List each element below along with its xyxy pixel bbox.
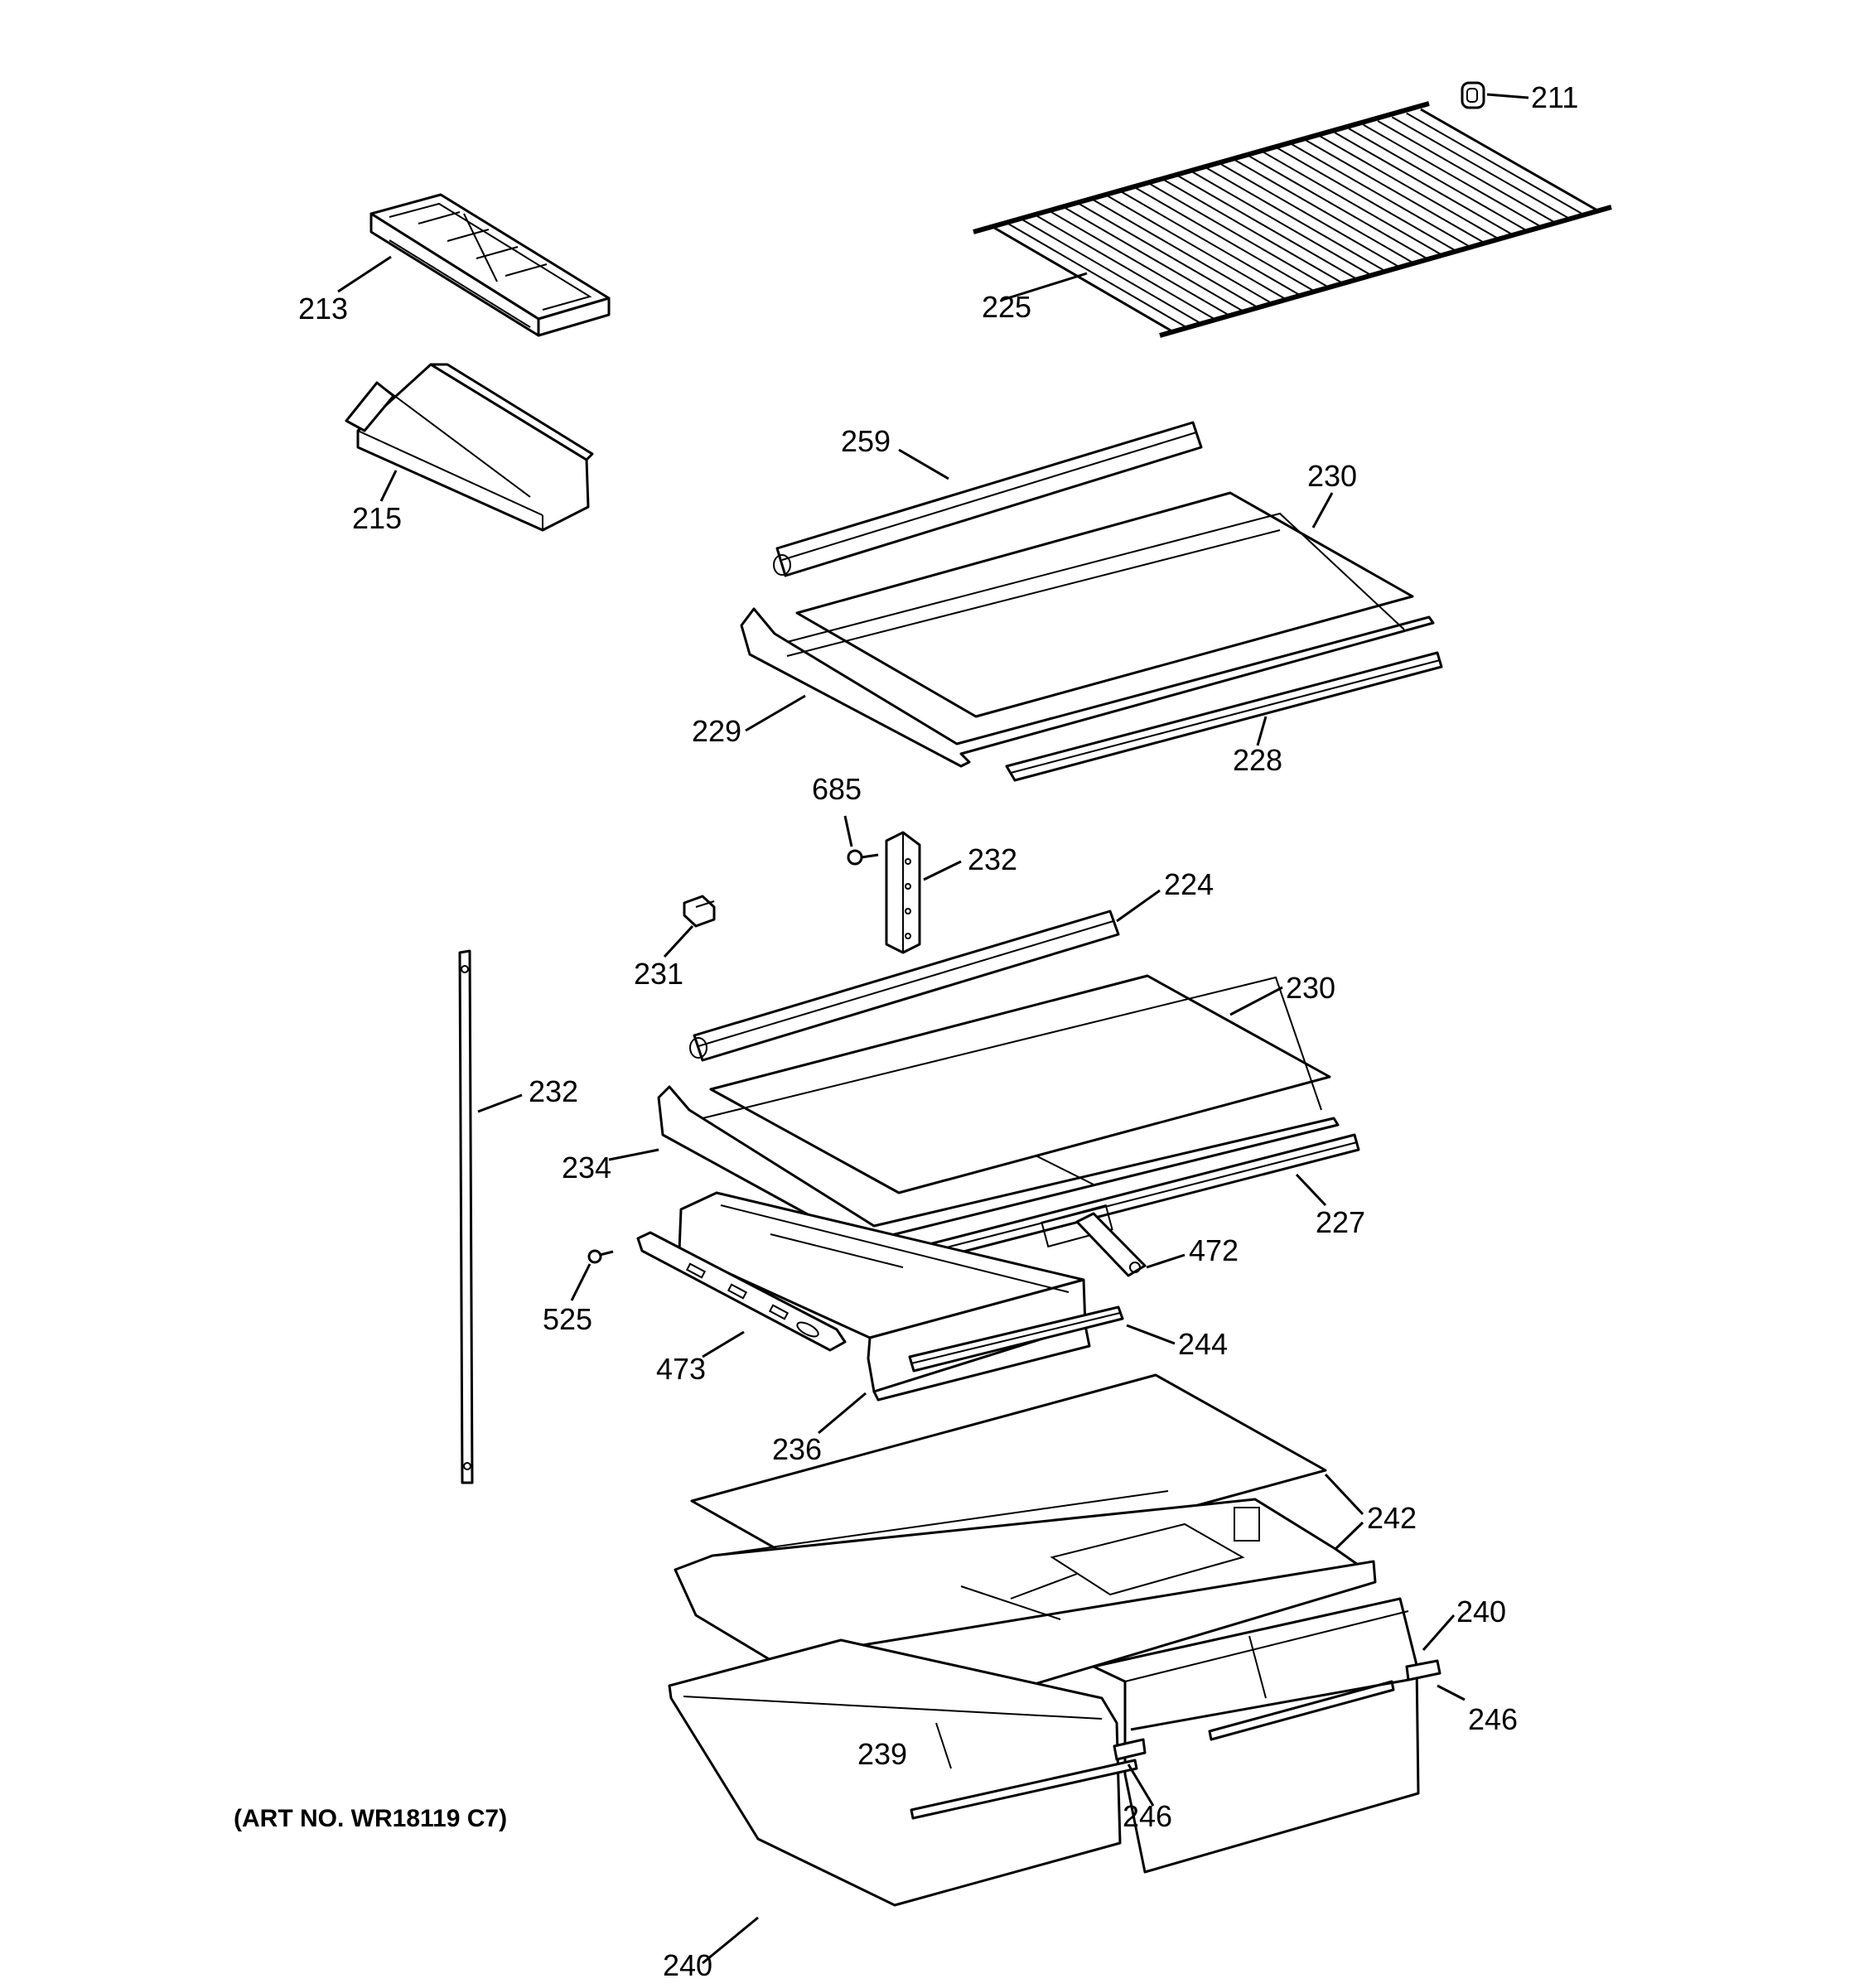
callout-213: 213: [298, 292, 348, 326]
wire-rod: [1219, 162, 1401, 268]
callout-232-upper: 232: [968, 842, 1017, 876]
part-224-trim: [689, 910, 1120, 1062]
part-225-wire-shelf: [973, 101, 1612, 338]
part-240-right-drawer: [1092, 1597, 1420, 1874]
callout-236: 236: [772, 1432, 822, 1466]
callout-240-right: 240: [1456, 1595, 1506, 1629]
wire-rod: [1147, 181, 1330, 288]
wire-rod: [1363, 123, 1543, 229]
wire-rod: [1277, 147, 1457, 253]
callout-240-left: 240: [663, 1948, 712, 1982]
wire-rod: [1420, 109, 1600, 212]
wire-rod: [1305, 139, 1486, 244]
part-231-clip: [683, 895, 716, 928]
part-246-left-rail: [1113, 1738, 1147, 1761]
wire-rod: [1320, 135, 1500, 240]
wire-rod: [1176, 174, 1358, 281]
callout-246-right: 246: [1468, 1702, 1518, 1736]
part-525-screw: [587, 1249, 614, 1264]
callout-472: 472: [1189, 1233, 1239, 1267]
callout-228: 228: [1233, 743, 1282, 777]
wire-rod: [1190, 170, 1372, 277]
callout-246-left: 246: [1123, 1799, 1172, 1833]
callout-473: 473: [656, 1352, 706, 1386]
callout-230-lower: 230: [1286, 971, 1335, 1005]
callout-242: 242: [1367, 1501, 1417, 1535]
part-230-lower-glass: [709, 974, 1331, 1194]
wire-rod: [1061, 205, 1244, 312]
callout-525: 525: [543, 1302, 592, 1336]
wire-rod: [1234, 158, 1415, 264]
wire-rod: [1377, 120, 1557, 224]
part-473-slide-rail: [636, 1231, 847, 1352]
wire-rod: [1262, 151, 1443, 257]
part-234-lower-frame: [657, 976, 1340, 1252]
callout-211: 211: [1531, 80, 1578, 114]
callout-259: 259: [841, 424, 891, 458]
wire-rod: [1118, 190, 1301, 297]
callout-224: 224: [1164, 867, 1214, 901]
part-215-bin: [345, 363, 594, 532]
part-685-screw: [847, 849, 879, 866]
part-246-right-rail: [1130, 1659, 1441, 1731]
callout-244: 244: [1178, 1327, 1228, 1361]
wire-rod: [1003, 220, 1187, 329]
callout-230-upper: 230: [1307, 459, 1357, 493]
callout-231: 231: [634, 957, 683, 991]
callout-225: 225: [982, 290, 1031, 324]
wire-rod: [1391, 116, 1572, 220]
wire-rod: [1089, 197, 1272, 305]
wire-shelf-rods: [989, 109, 1600, 332]
wire-rod: [1248, 155, 1429, 260]
callout-232-lower: 232: [529, 1074, 578, 1108]
wire-rod: [1075, 201, 1258, 308]
part-230-upper-glass: [795, 491, 1414, 718]
part-240-left-drawer: [668, 1638, 1138, 1907]
wire-rod: [1018, 216, 1201, 325]
part-244-drawer-handle: [908, 1305, 1124, 1373]
callout-239: 239: [857, 1737, 907, 1771]
wire-rod: [1291, 143, 1471, 248]
part-232-upper-bracket: [885, 831, 921, 954]
wire-rod: [1032, 213, 1216, 321]
wire-rod: [1205, 166, 1386, 273]
wire-rod: [1104, 193, 1287, 301]
part-229-upper-frame: [740, 512, 1435, 768]
wire-rod: [1406, 112, 1586, 216]
wire-rod: [1334, 132, 1514, 236]
callout-227: 227: [1316, 1205, 1365, 1239]
wire-rod: [1132, 186, 1316, 292]
part-472-slide-rail: [1075, 1212, 1147, 1277]
part-211-clip: [1461, 81, 1485, 109]
part-232-lower-strip: [458, 949, 474, 1484]
art-number: (ART NO. WR18119 C7): [234, 1805, 507, 1832]
callout-215: 215: [352, 501, 402, 535]
wire-rod: [989, 224, 1173, 332]
wire-rod: [1161, 178, 1344, 284]
part-259-trim: [773, 421, 1203, 577]
callout-234: 234: [562, 1151, 611, 1185]
part-228-rear-rail: [1005, 651, 1443, 782]
callout-685: 685: [812, 772, 862, 806]
wire-rod: [1348, 128, 1528, 233]
callout-229: 229: [692, 714, 741, 748]
wire-rod: [1046, 209, 1230, 316]
part-213-ice-tray: [369, 193, 611, 337]
